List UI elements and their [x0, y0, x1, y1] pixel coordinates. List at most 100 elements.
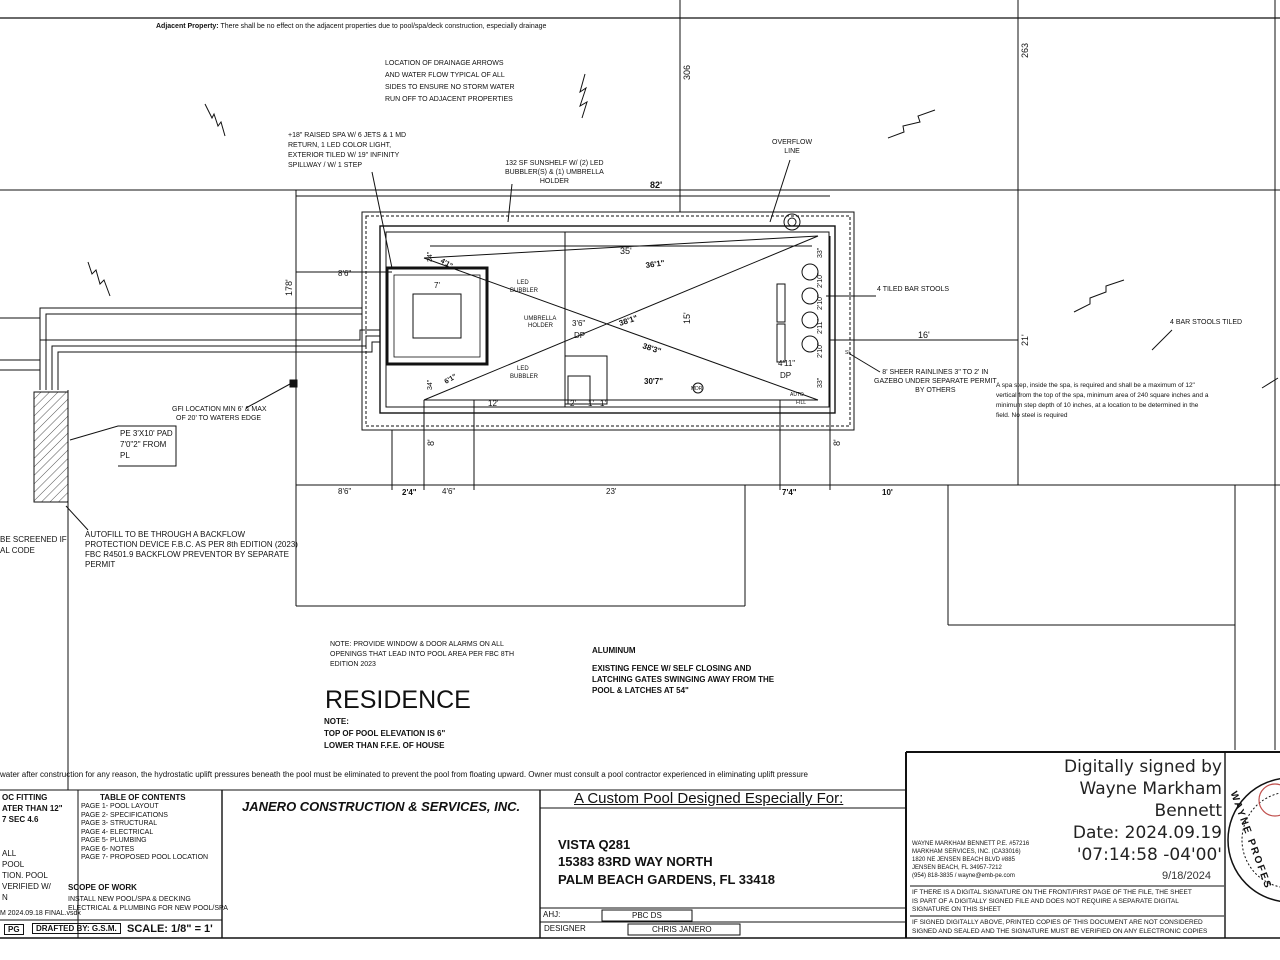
digital-signature[interactable]: Digitally signed by Wayne Markham Bennet… — [1000, 756, 1222, 866]
aluminum-label: ALUMINUM — [592, 646, 636, 655]
signature-line: '07:14:58 -04'00' — [1076, 845, 1222, 865]
elevation-note: NOTE: TOP OF POOL ELEVATION IS 6" LOWER … — [324, 716, 445, 752]
led-bubbler-top-a: LED — [517, 280, 529, 286]
designer-value: CHRIS JANERO — [652, 925, 712, 934]
company-name: JANERO CONSTRUCTION & SERVICES, INC. — [242, 799, 521, 814]
spa-step-line: minimum step depth of 10 inches, at a lo… — [996, 402, 1199, 409]
pad-line: 7'0"2" FROM — [120, 440, 167, 449]
bar-ledge-b — [776, 323, 786, 363]
umbrella-b: HOLDER — [528, 323, 554, 329]
leader-overflow — [769, 159, 791, 223]
drain-arrow-f — [1151, 329, 1173, 351]
dim-12: 12' — [488, 399, 499, 408]
drain-circle — [692, 382, 704, 394]
adjacent-note: Adjacent Property: There shall be no eff… — [156, 23, 546, 31]
drain-arrow-g — [1261, 377, 1279, 389]
window-alarm-note: NOTE: PROVIDE WINDOW & DOOR ALARMS ON AL… — [330, 640, 514, 670]
pipe-run-b — [51, 335, 380, 390]
leader-gfi — [245, 383, 291, 409]
doc-fitting: OC FITTING — [2, 793, 48, 802]
dim-24: 2'4" — [402, 488, 417, 497]
dim-10: 10' — [882, 488, 893, 497]
digital-note-line: SIGNATURE ON THIS SHEET — [912, 906, 1001, 913]
dim-1a: 1' — [588, 399, 594, 408]
dim-8b: 8' — [832, 439, 842, 446]
dim-35: 35' — [620, 246, 632, 256]
dim-86b: 8'6" — [338, 487, 351, 496]
overflow-line: LINE — [784, 148, 800, 155]
left-note-line: N — [2, 893, 8, 902]
screened-line: AL CODE — [0, 546, 35, 555]
digital-note-1: IF THERE IS A DIGITAL SIGNATURE ON THE F… — [912, 889, 1192, 915]
drain-arrow-c — [887, 109, 936, 139]
window-alarm-line: OPENINGS THAT LEAD INTO POOL AREA PER FB… — [330, 651, 514, 658]
spa-line: EXTERIOR TILED W/ 19" INFINITY — [288, 152, 400, 159]
overflow-drain — [783, 213, 801, 231]
spa-step-note: A spa step, inside the spa, is required … — [996, 381, 1208, 421]
spa-step — [412, 293, 462, 339]
toc-item[interactable]: PAGE 6- NOTES — [81, 845, 135, 853]
left-note-line: ALL — [2, 849, 17, 858]
sunshelf-line: 132 SF SUNSHELF W/ (2) LED — [505, 160, 604, 167]
fence-note: EXISTING FENCE W/ SELF CLOSING AND LATCH… — [592, 663, 774, 696]
client-address-2: PALM BEACH GARDENS, FL 33418 — [558, 872, 775, 887]
deck-outline-inner — [365, 215, 851, 427]
dim-210c: 2'10" — [817, 342, 824, 358]
autofill-line: AUTOFILL TO BE THROUGH A BACKFLOW — [85, 530, 246, 539]
engineer-info: WAYNE MARKHAM BENNETT P.E. #57216 MARKHA… — [912, 840, 1029, 880]
ahj-label: AHJ: — [543, 910, 561, 919]
spa-note: +18" RAISED SPA W/ 6 JETS & 1 MD RETURN,… — [288, 131, 406, 171]
dim-383: 38'3" — [641, 341, 662, 356]
toc-item[interactable]: PAGE 3- STRUCTURAL — [81, 820, 158, 827]
adjacent-label: Adjacent Property: — [156, 23, 219, 30]
toc-item[interactable]: PAGE 7- PROPOSED POOL LOCATION — [81, 854, 209, 861]
pipe-run-c — [57, 341, 380, 390]
gfi-line: GFI LOCATION MIN 6' & MAX — [172, 406, 267, 413]
dim-33a: 33" — [817, 247, 824, 258]
designer-box — [627, 923, 741, 936]
toc-item[interactable]: PAGE 5- PLUMBING — [81, 837, 147, 844]
led-bubbler-bottom-a: LED — [517, 366, 529, 372]
toc-item[interactable]: PAGE 1- POOL LAYOUT — [81, 803, 159, 810]
pipe-run-a — [40, 329, 380, 341]
overflow-note: OVERFLOW LINE — [772, 138, 812, 156]
dp-411-a: 4'11" — [778, 359, 795, 368]
gfi-note: GFI LOCATION MIN 6' & MAX OF 20' TO WATE… — [172, 405, 267, 423]
overflow-drain-inner — [787, 217, 797, 227]
leader-autofill — [65, 505, 89, 531]
stool-b — [801, 287, 819, 305]
dim-86: 8'6" — [338, 269, 351, 278]
dim-306: 306 — [682, 65, 692, 80]
dim-34b: 34" — [427, 379, 434, 390]
toc-item[interactable]: PAGE 4- ELECTRICAL — [81, 828, 154, 836]
scope-item: ELECTRICAL & PLUMBING FOR NEW POOL/SPA — [68, 905, 228, 912]
stool-d — [801, 335, 819, 353]
sl-label: SL — [845, 350, 851, 356]
autofill-line: FBC R4501.9 BACKFLOW PREVENTOR BY SEPARA… — [85, 550, 289, 559]
dim-210b: 2'10" — [817, 294, 824, 310]
toc-list: PAGE 1- POOL LAYOUT PAGE 2- SPECIFICATIO… — [81, 803, 208, 863]
window-alarm-line: EDITION 2023 — [330, 661, 376, 668]
client-name: VISTA Q281 — [558, 837, 631, 852]
drainage-line: SIDES TO ENSURE NO STORM WATER — [385, 84, 515, 91]
rainlines-note: 8' SHEER RAINLINES 3" TO 2' IN GAZEBO UN… — [874, 368, 997, 395]
spa-line: RETURN, 1 LED COLOR LIGHT, — [288, 142, 392, 149]
barstools-note: 4 TILED BAR STOOLS — [877, 286, 950, 293]
signature-line: Date: 2024.09.19 — [1072, 823, 1222, 843]
spa-inner — [393, 274, 481, 358]
digital-note-line: IS PART OF A DIGITALLY SIGNED FILE AND D… — [912, 897, 1179, 905]
fence-line: EXISTING FENCE W/ SELF CLOSING AND — [592, 664, 752, 673]
dim-381: 38'1" — [618, 313, 639, 328]
screened-line: BE SCREENED IF — [0, 535, 67, 544]
designer-label: DESIGNER — [544, 924, 586, 933]
toc-item[interactable]: PAGE 2- SPECIFICATIONS — [81, 811, 168, 819]
stool-c — [801, 311, 819, 329]
engineer-line: JENSEN BEACH, FL 34957-7212 — [912, 865, 1002, 871]
rainlines-line: GAZEBO UNDER SEPARATE PERMIT — [874, 378, 997, 385]
custom-pool-heading: A Custom Pool Designed Especially For: — [574, 790, 844, 807]
dim-21: 21' — [1020, 334, 1030, 346]
spa-line: +18" RAISED SPA W/ 6 JETS & 1 MD — [288, 132, 407, 139]
dim-7: 7' — [434, 281, 440, 290]
ahj-box — [601, 909, 693, 922]
